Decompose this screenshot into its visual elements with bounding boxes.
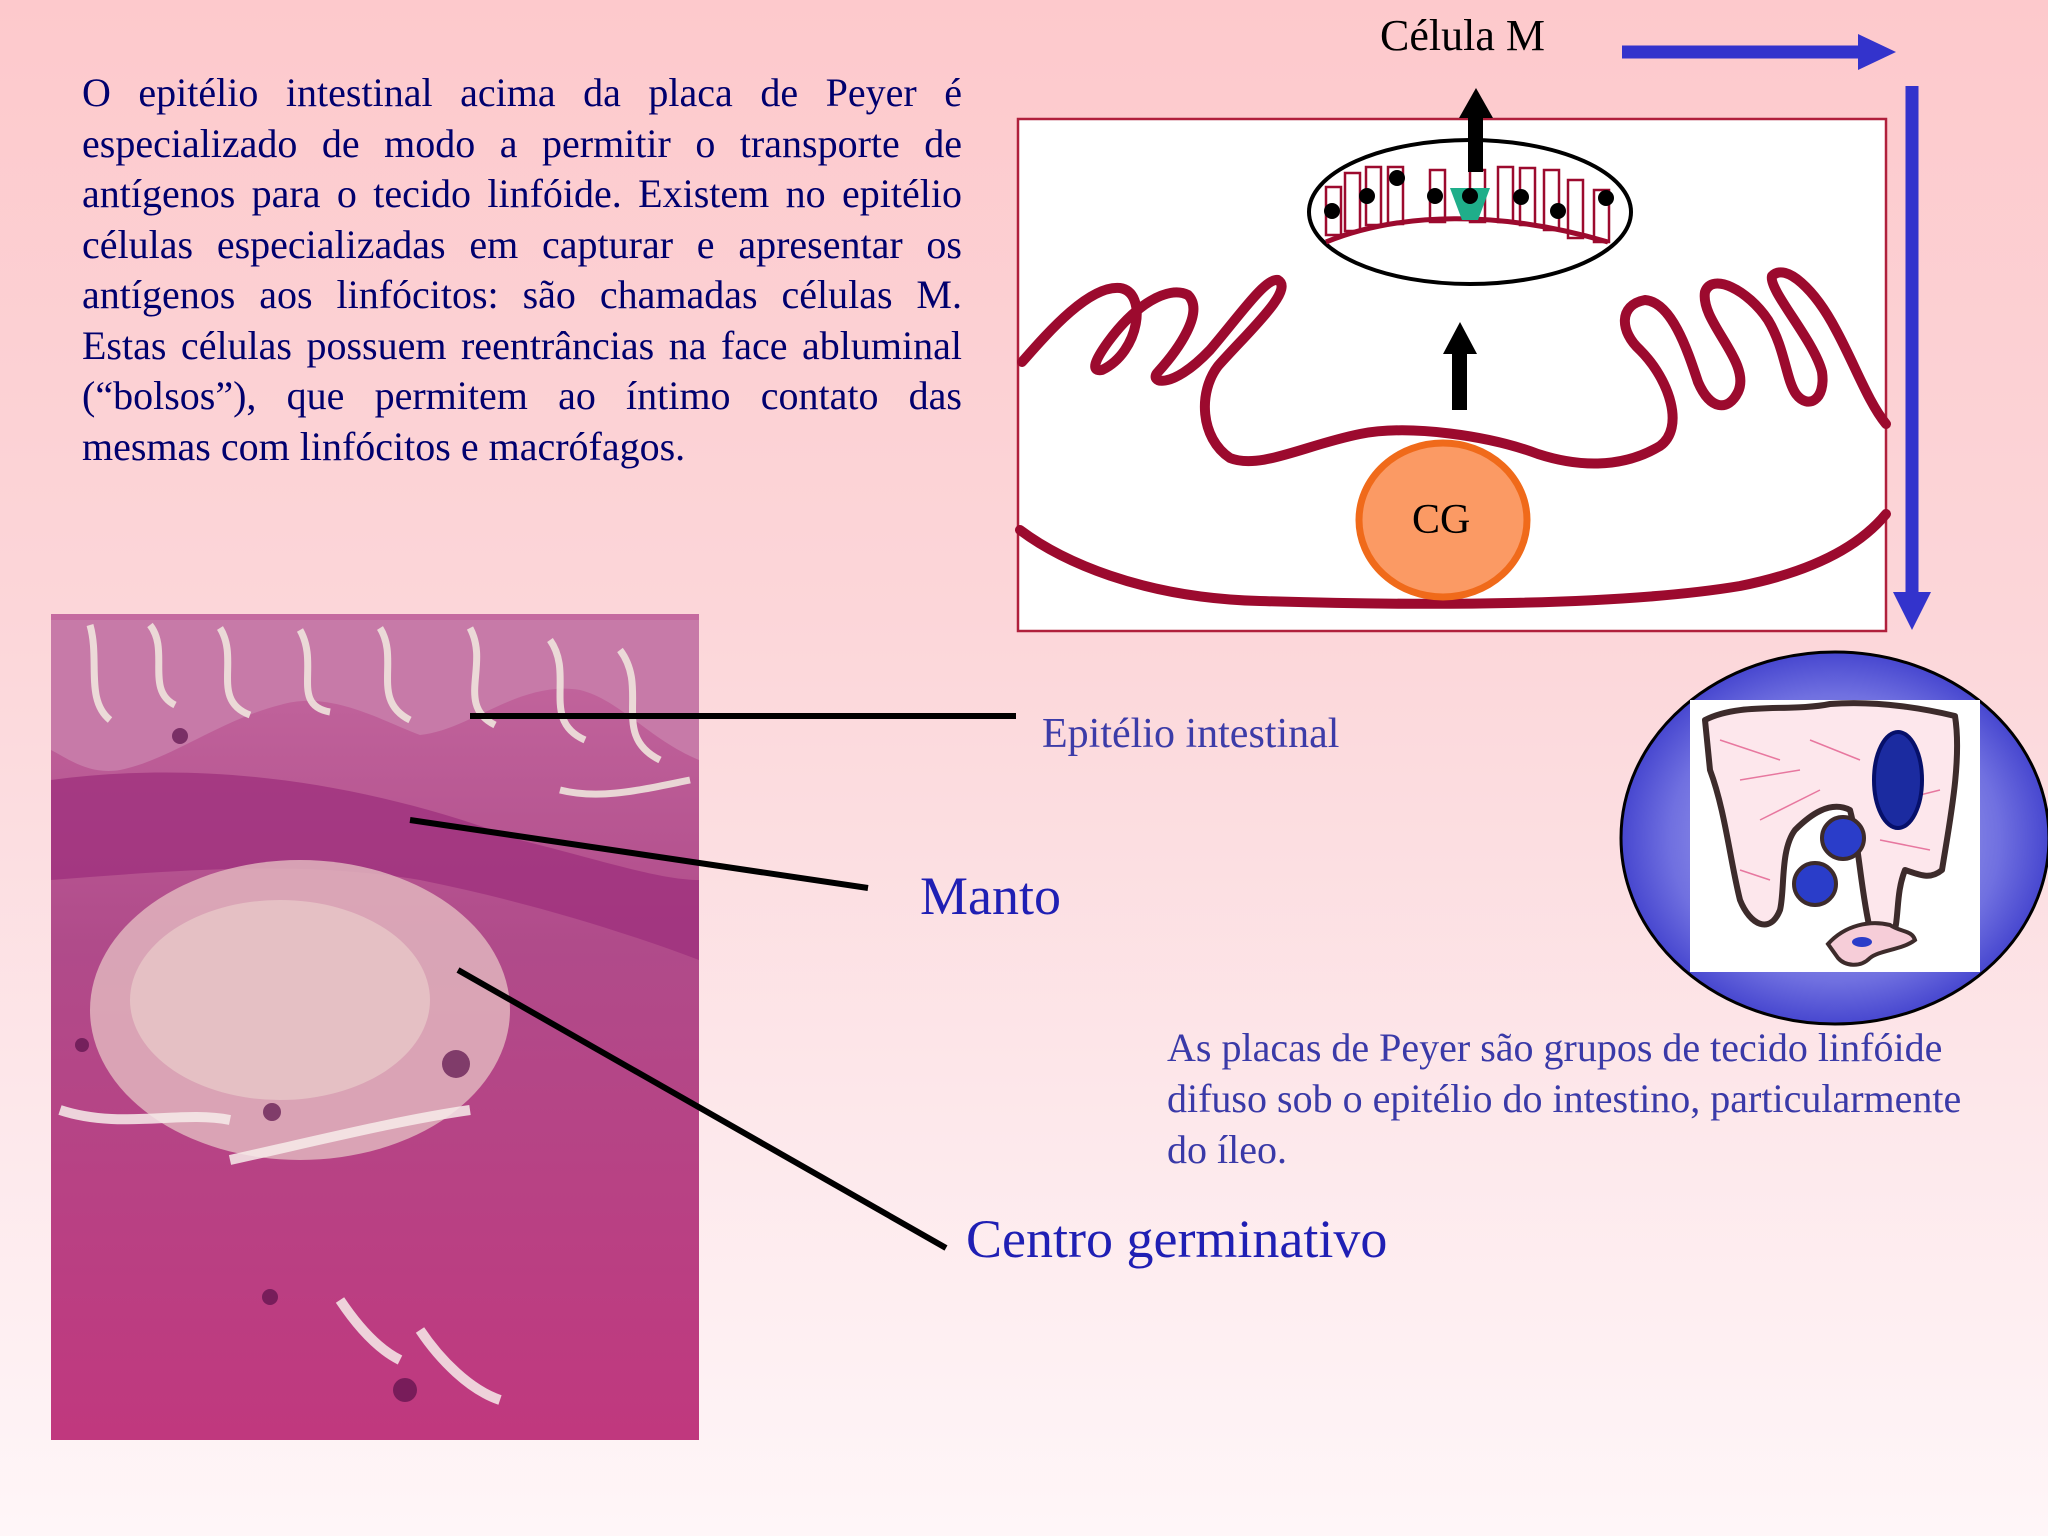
peyer-description: As placas de Peyer são grupos de tecido …: [1167, 1025, 1962, 1172]
germinal-center-leader-line: [456, 967, 948, 1251]
flow-arrow-right: [1622, 34, 1896, 70]
histology-micrograph: [51, 614, 699, 1440]
epithelium-label: Epitélio intestinal: [1042, 711, 1340, 757]
antigen-dots: [1324, 170, 1614, 219]
lamina-lower-line: [1015, 509, 1891, 609]
inset-nucleus-large: [1872, 730, 1924, 830]
inset-lymphocyte-2: [1792, 861, 1838, 907]
mantle-leader-line: [409, 817, 869, 891]
mantle-label: Manto: [920, 866, 1061, 926]
inset-lymphocyte-1: [1820, 815, 1866, 861]
intro-paragraph: O epitélio intestinal acima da placa de …: [82, 70, 962, 469]
germinal-center-label: Centro germinativo: [966, 1209, 1388, 1269]
epithelium-villi-line: [1017, 267, 1891, 469]
up-arrow-lower: [1443, 322, 1477, 410]
up-arrow-upper: [1459, 88, 1493, 172]
cg-label: CG: [1412, 497, 1471, 543]
cell-m-label: Célula M: [1380, 11, 1545, 60]
flow-arrow-down: [1893, 86, 1931, 630]
peyer-patch-inset: [1619, 650, 2048, 1026]
germinal-center-circle: [1355, 439, 1531, 601]
inset-macrophage: [1825, 921, 1918, 967]
peyer-patch-diagram: [1015, 88, 1891, 633]
